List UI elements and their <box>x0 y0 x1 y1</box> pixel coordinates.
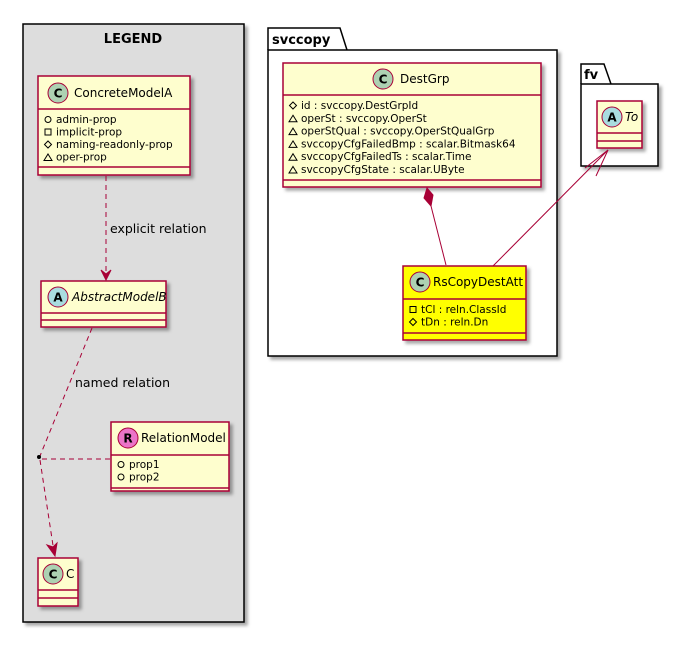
svg-text:C: C <box>49 568 58 582</box>
class-attribute: id : svccopy.DestGrpId <box>301 100 418 112</box>
class-c[interactable]: C C <box>37 557 79 607</box>
package-visibility-icon <box>288 139 298 148</box>
private-visibility-icon <box>409 306 417 313</box>
class-attribute: prop2 <box>129 472 160 484</box>
package-visibility-icon <box>288 114 298 123</box>
class-attribute: admin-prop <box>56 114 117 126</box>
class-name: RsCopyDestAtt <box>433 275 523 289</box>
svg-text:C: C <box>416 276 425 290</box>
class-attribute: prop1 <box>129 459 160 471</box>
class-attribute: svccopyCfgFailedBmp : scalar.Bitmask64 <box>301 138 516 150</box>
svg-text:C: C <box>54 87 63 101</box>
package-visibility-icon <box>288 152 298 161</box>
class-c-icon: C <box>409 271 431 293</box>
svccopy-title: svccopy <box>272 33 331 48</box>
fv-title: fv <box>584 68 599 83</box>
package-visibility-icon <box>288 127 298 136</box>
class-attribute: svccopyCfgFailedTs : scalar.Time <box>301 151 471 163</box>
svg-text:R: R <box>123 432 132 446</box>
class-attribute: operStQual : svccopy.OperStQualGrp <box>301 126 495 138</box>
public-visibility-icon <box>117 473 125 481</box>
class-attribute: naming-readonly-prop <box>56 139 173 151</box>
class-attribute: implicit-prop <box>56 127 122 139</box>
class-attribute: oper-prop <box>56 152 107 164</box>
svg-text:A: A <box>607 111 617 125</box>
class-attribute: tCl : reln.ClassId <box>421 304 506 316</box>
protected-visibility-icon <box>408 317 418 327</box>
protected-visibility-icon <box>288 101 298 110</box>
public-visibility-icon <box>44 116 52 123</box>
svg-text:C: C <box>379 73 388 87</box>
svg-text:A: A <box>53 291 63 305</box>
association-link <box>492 149 609 267</box>
class-abstract-model-b[interactable]: A AbstractModelB <box>40 280 167 328</box>
class-name: To <box>625 110 638 124</box>
named-relation-arrow: named relation <box>37 327 170 558</box>
class-name: ConcreteModelA <box>74 86 173 100</box>
private-visibility-icon <box>44 128 52 136</box>
class-name: RelationModel <box>141 431 226 445</box>
class-name: DestGrp <box>400 72 449 86</box>
class-attribute: svccopyCfgState : scalar.UByte <box>301 164 465 176</box>
class-c-icon: C <box>42 563 64 585</box>
class-attribute: tDn : reln.Dn <box>421 317 488 329</box>
class-to[interactable]: A To <box>596 100 643 149</box>
public-visibility-icon <box>117 461 125 468</box>
protected-visibility-icon <box>43 140 53 149</box>
class-c-icon: C <box>372 68 394 90</box>
class-attribute: operSt : svccopy.OperSt <box>301 113 427 125</box>
legend-title: LEGEND <box>104 32 163 47</box>
class-name: AbstractModelB <box>71 290 167 304</box>
named-relation-label: named relation <box>75 375 170 390</box>
class-a-icon: A <box>601 106 623 128</box>
class-name: C <box>66 567 74 581</box>
package-visibility-icon <box>43 153 53 161</box>
class-concrete-model-a[interactable]: C ConcreteModelA admin-propimplicit-prop… <box>37 75 191 176</box>
explicit-relation-arrow: explicit relation <box>100 176 207 282</box>
class-a-icon: A <box>47 286 69 308</box>
explicit-relation-label: explicit relation <box>110 221 207 236</box>
class-c-icon: C <box>47 82 69 104</box>
composition-link <box>423 186 447 266</box>
class-r-icon: R <box>117 427 139 449</box>
package-visibility-icon <box>288 165 298 174</box>
